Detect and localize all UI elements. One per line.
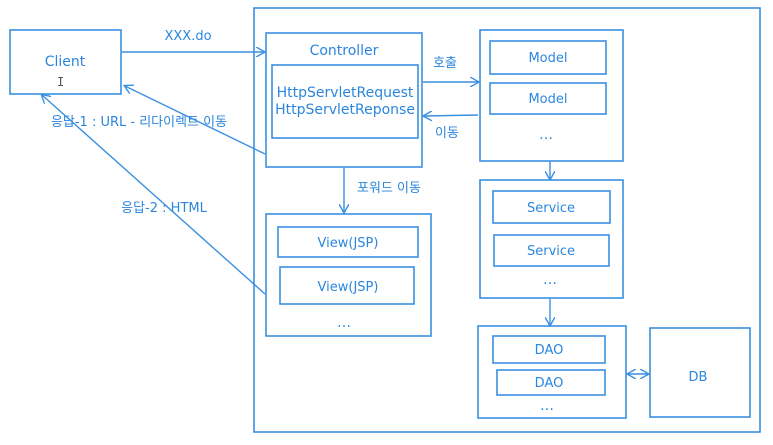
db-label: DB [689,370,708,385]
view-box-1 [277,226,419,258]
model-label-2: Model [528,92,567,107]
model-label-1: Model [528,51,567,66]
request-label: HttpServletRequest [277,85,414,101]
model-more: … [539,127,553,143]
response-label: HttpServletReponse [275,102,415,118]
edge-model-to-controller [424,115,479,116]
service-label-2: Service [527,244,575,259]
view-more: … [337,315,351,331]
db-box [649,327,751,418]
edge-label-response-2: 응답-2 : HTML [121,201,207,216]
text-cursor-icon: I [57,75,64,89]
view-label-1: View(JSP) [318,236,379,251]
edge-controller-to-client [125,86,266,155]
servlet-box [271,64,419,139]
view-box-2 [279,266,415,305]
client-box [9,29,122,95]
client-label: Client [45,54,86,70]
controller-label: Controller [310,43,379,59]
service-box-2 [493,234,610,267]
dao-more: … [540,398,554,414]
view-label-2: View(JSP) [318,280,379,295]
edge-view-to-client [42,95,266,295]
service-label-1: Service [527,201,575,216]
dao-label-2: DAO [535,376,564,391]
edge-label-forward: 포워드 이동 [357,181,421,196]
dao-box-2 [496,369,606,396]
service-box-1 [492,190,611,224]
dao-label-1: DAO [535,343,564,358]
service-more: … [543,272,557,288]
edge-label-response-1: 응답-1 : URL - 리다이렉트 이동 [51,115,227,130]
edge-label-call: 호출 [433,56,457,71]
dao-box-1 [492,335,606,364]
edge-label-move: 이동 [435,126,459,141]
model-box-1 [489,40,607,75]
edge-label-request-url: XXX.do [164,29,211,44]
model-box-2 [489,82,607,115]
